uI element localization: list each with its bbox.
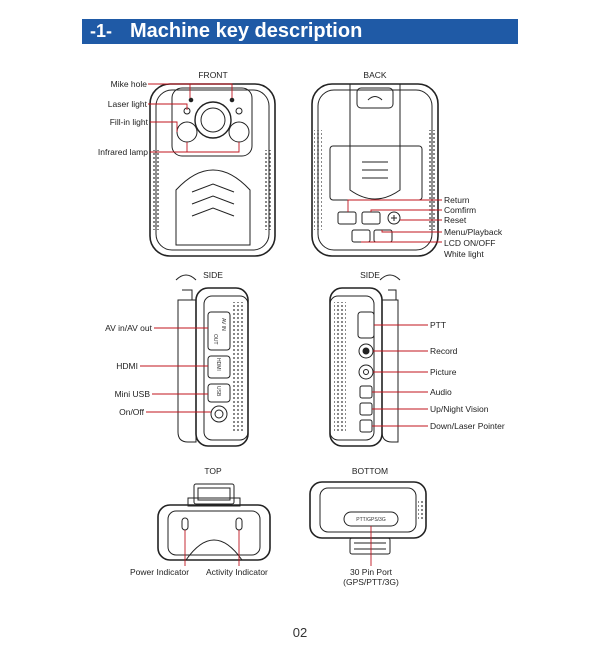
label-mike-hole: Mike hole bbox=[110, 79, 147, 89]
label-picture: Picture bbox=[430, 367, 457, 377]
bottom-port-text: PTT/GPS/3G bbox=[356, 517, 386, 523]
av-in-port-text: AV IN bbox=[220, 318, 226, 331]
left-side-view-heading: SIDE bbox=[203, 270, 223, 280]
label-record: Record bbox=[430, 346, 458, 356]
section-number: -1- bbox=[90, 21, 112, 41]
section-title: Machine key description bbox=[130, 20, 363, 42]
callout-lines bbox=[140, 83, 442, 566]
back-view-drawing bbox=[311, 83, 439, 257]
front-view-drawing bbox=[149, 83, 276, 257]
label-comfirm: Comfirm bbox=[444, 205, 477, 215]
front-view-heading: FRONT bbox=[198, 70, 228, 80]
label-white-light: White light bbox=[444, 249, 484, 259]
top-view-heading: TOP bbox=[204, 466, 222, 476]
right-side-view-drawing bbox=[329, 274, 401, 447]
label-laser-light: Laser light bbox=[107, 99, 147, 109]
label-ptt: PTT bbox=[430, 320, 447, 330]
out-port-text: OUT bbox=[212, 334, 218, 345]
left-side-view-drawing bbox=[175, 274, 249, 447]
back-view-heading: BACK bbox=[363, 70, 387, 80]
usb-port-text: USB bbox=[215, 386, 221, 397]
label-up-night-vision: Up/Night Vision bbox=[430, 404, 489, 414]
label-reset: Reset bbox=[444, 215, 467, 225]
label-down-laser-pointer: Down/Laser Pointer bbox=[430, 421, 505, 431]
label-infrared-lamp: Infrared lamp bbox=[97, 147, 148, 157]
label-power-indicator: Power Indicator bbox=[130, 567, 190, 577]
page-number: 02 bbox=[292, 625, 308, 640]
label-fill-in-light: Fill-in light bbox=[109, 117, 148, 127]
bottom-view-heading: BOTTOM bbox=[351, 466, 389, 476]
label-activity-indicator: Activity Indicator bbox=[206, 567, 268, 577]
label-hdmi: HDMI bbox=[116, 361, 138, 371]
section-title-bar: -1- Machine key description bbox=[82, 19, 518, 44]
top-view-drawing bbox=[157, 483, 271, 561]
label-30-pin-port: 30 Pin Port bbox=[349, 567, 393, 577]
label-30-pin-port-detail: (GPS/PTT/3G) bbox=[343, 577, 399, 587]
label-return: Return bbox=[444, 195, 470, 205]
label-lcd-on-off: LCD ON/OFF bbox=[444, 238, 496, 248]
label-audio: Audio bbox=[430, 387, 452, 397]
bottom-view-drawing bbox=[309, 481, 427, 555]
label-mini-usb: Mini USB bbox=[114, 389, 150, 399]
label-menu-playback: Menu/Playback bbox=[444, 227, 503, 237]
right-side-view-heading: SIDE bbox=[360, 270, 380, 280]
hdmi-port-text: HDMI bbox=[215, 358, 221, 371]
label-av-in-out: AV in/AV out bbox=[105, 323, 152, 333]
label-on-off: On/Off bbox=[119, 407, 144, 417]
